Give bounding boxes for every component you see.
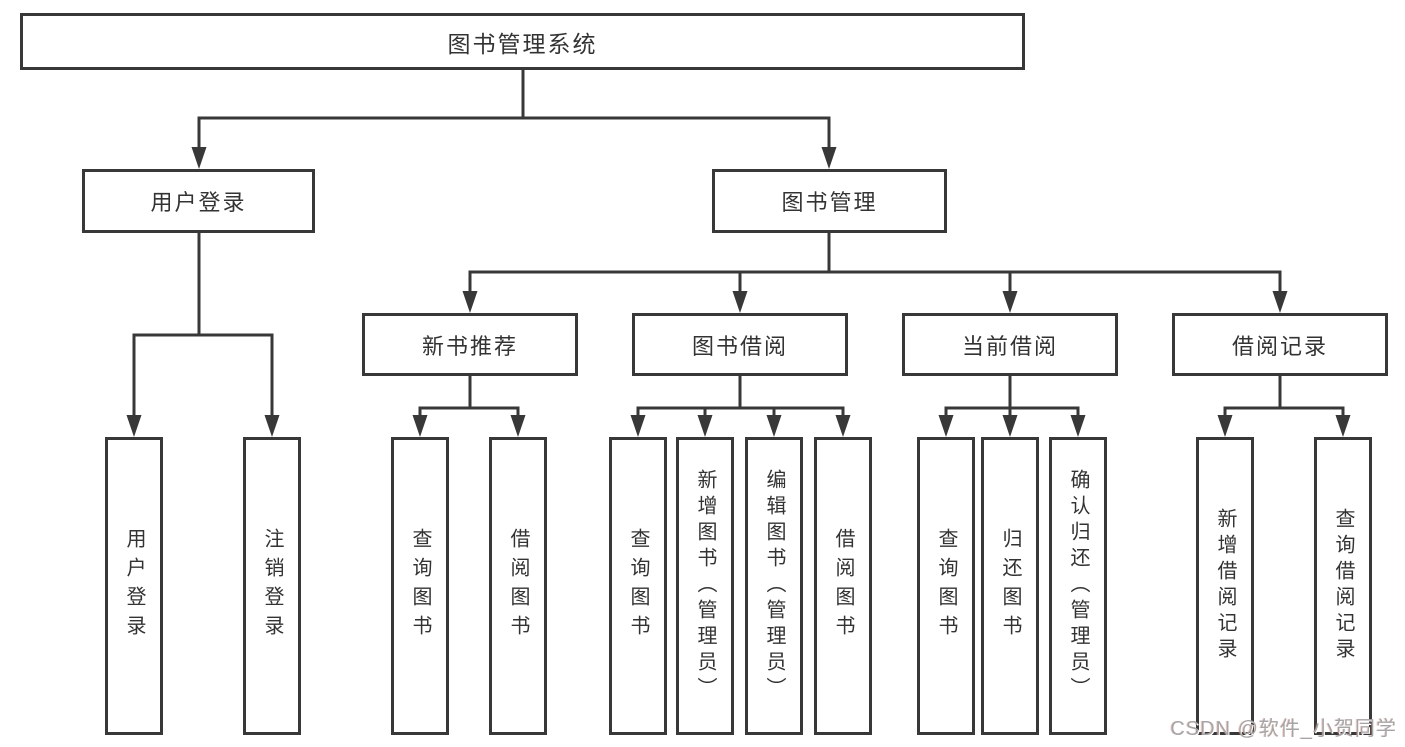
leaf-edit-books-admin: 编辑图书（管理员） (745, 437, 803, 735)
leaf-user-login: 用户登录 (105, 437, 163, 735)
leaf-label: 用户登录 (123, 528, 145, 644)
watermark: CSDN @软件_小贺同学 (1170, 718, 1397, 740)
node-current-borrowing: 当前借阅 (902, 313, 1118, 376)
node-library-management-system: 图书管理系统 (20, 13, 1025, 70)
leaf-query-books: 查询图书 (917, 437, 975, 735)
leaf-label: 确认归还（管理员） (1067, 469, 1089, 703)
leaf-query-books: 查询图书 (391, 437, 449, 735)
leaf-label: 借阅图书 (507, 528, 529, 644)
leaf-label: 新增借阅记录 (1214, 508, 1236, 664)
leaf-return-books: 归还图书 (981, 437, 1039, 735)
leaf-query-borrow-record: 查询借阅记录 (1314, 437, 1372, 735)
leaf-label: 查询图书 (935, 528, 957, 644)
node-label: 新书推荐 (421, 333, 518, 359)
node-label: 借阅记录 (1231, 333, 1328, 359)
leaf-borrow-books: 借阅图书 (489, 437, 547, 735)
node-label: 图书借阅 (691, 333, 788, 359)
node-label: 用户登录 (150, 190, 247, 215)
leaf-label: 查询借阅记录 (1332, 508, 1354, 664)
leaf-label: 归还图书 (999, 528, 1021, 644)
node-book-management: 图书管理 (712, 169, 947, 233)
node-new-book-recommend: 新书推荐 (362, 313, 578, 376)
node-user-login: 用户登录 (82, 169, 315, 233)
leaf-label: 查询图书 (409, 528, 431, 644)
leaf-label: 借阅图书 (832, 528, 854, 644)
leaf-add-borrow-record: 新增借阅记录 (1196, 437, 1254, 735)
node-label: 图书管理 (781, 190, 878, 215)
leaf-add-books-admin: 新增图书（管理员） (676, 437, 734, 735)
node-label: 当前借阅 (961, 333, 1058, 359)
leaf-label: 编辑图书（管理员） (763, 469, 785, 703)
leaf-confirm-return-admin: 确认归还（管理员） (1049, 437, 1107, 735)
leaf-label: 注销登录 (261, 528, 283, 644)
node-borrowing-records: 借阅记录 (1172, 313, 1388, 376)
leaf-label: 新增图书（管理员） (694, 469, 716, 703)
node-label: 图书管理系统 (447, 30, 598, 57)
leaf-query-books: 查询图书 (609, 437, 667, 735)
leaf-label: 查询图书 (627, 528, 649, 644)
node-book-borrowing: 图书借阅 (632, 313, 848, 376)
leaf-borrow-books: 借阅图书 (814, 437, 872, 735)
leaf-logout: 注销登录 (243, 437, 301, 735)
